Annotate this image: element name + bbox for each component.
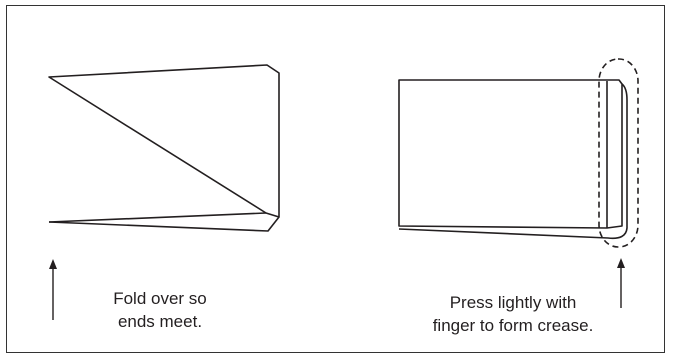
caption-line: finger to form crease.	[413, 314, 613, 337]
caption-line: Fold over so	[70, 287, 250, 310]
caption-line: Press lightly with	[413, 291, 613, 314]
folded-paper-left	[49, 65, 279, 231]
crease-highlight-oval	[599, 59, 638, 247]
caption-press-crease: Press lightly with finger to form crease…	[413, 291, 613, 337]
caption-line: ends meet.	[70, 310, 250, 333]
folded-paper-right	[399, 80, 627, 238]
arrow-up-icon	[617, 258, 625, 308]
arrow-up-icon	[49, 259, 57, 320]
caption-fold-over: Fold over so ends meet.	[70, 287, 250, 333]
